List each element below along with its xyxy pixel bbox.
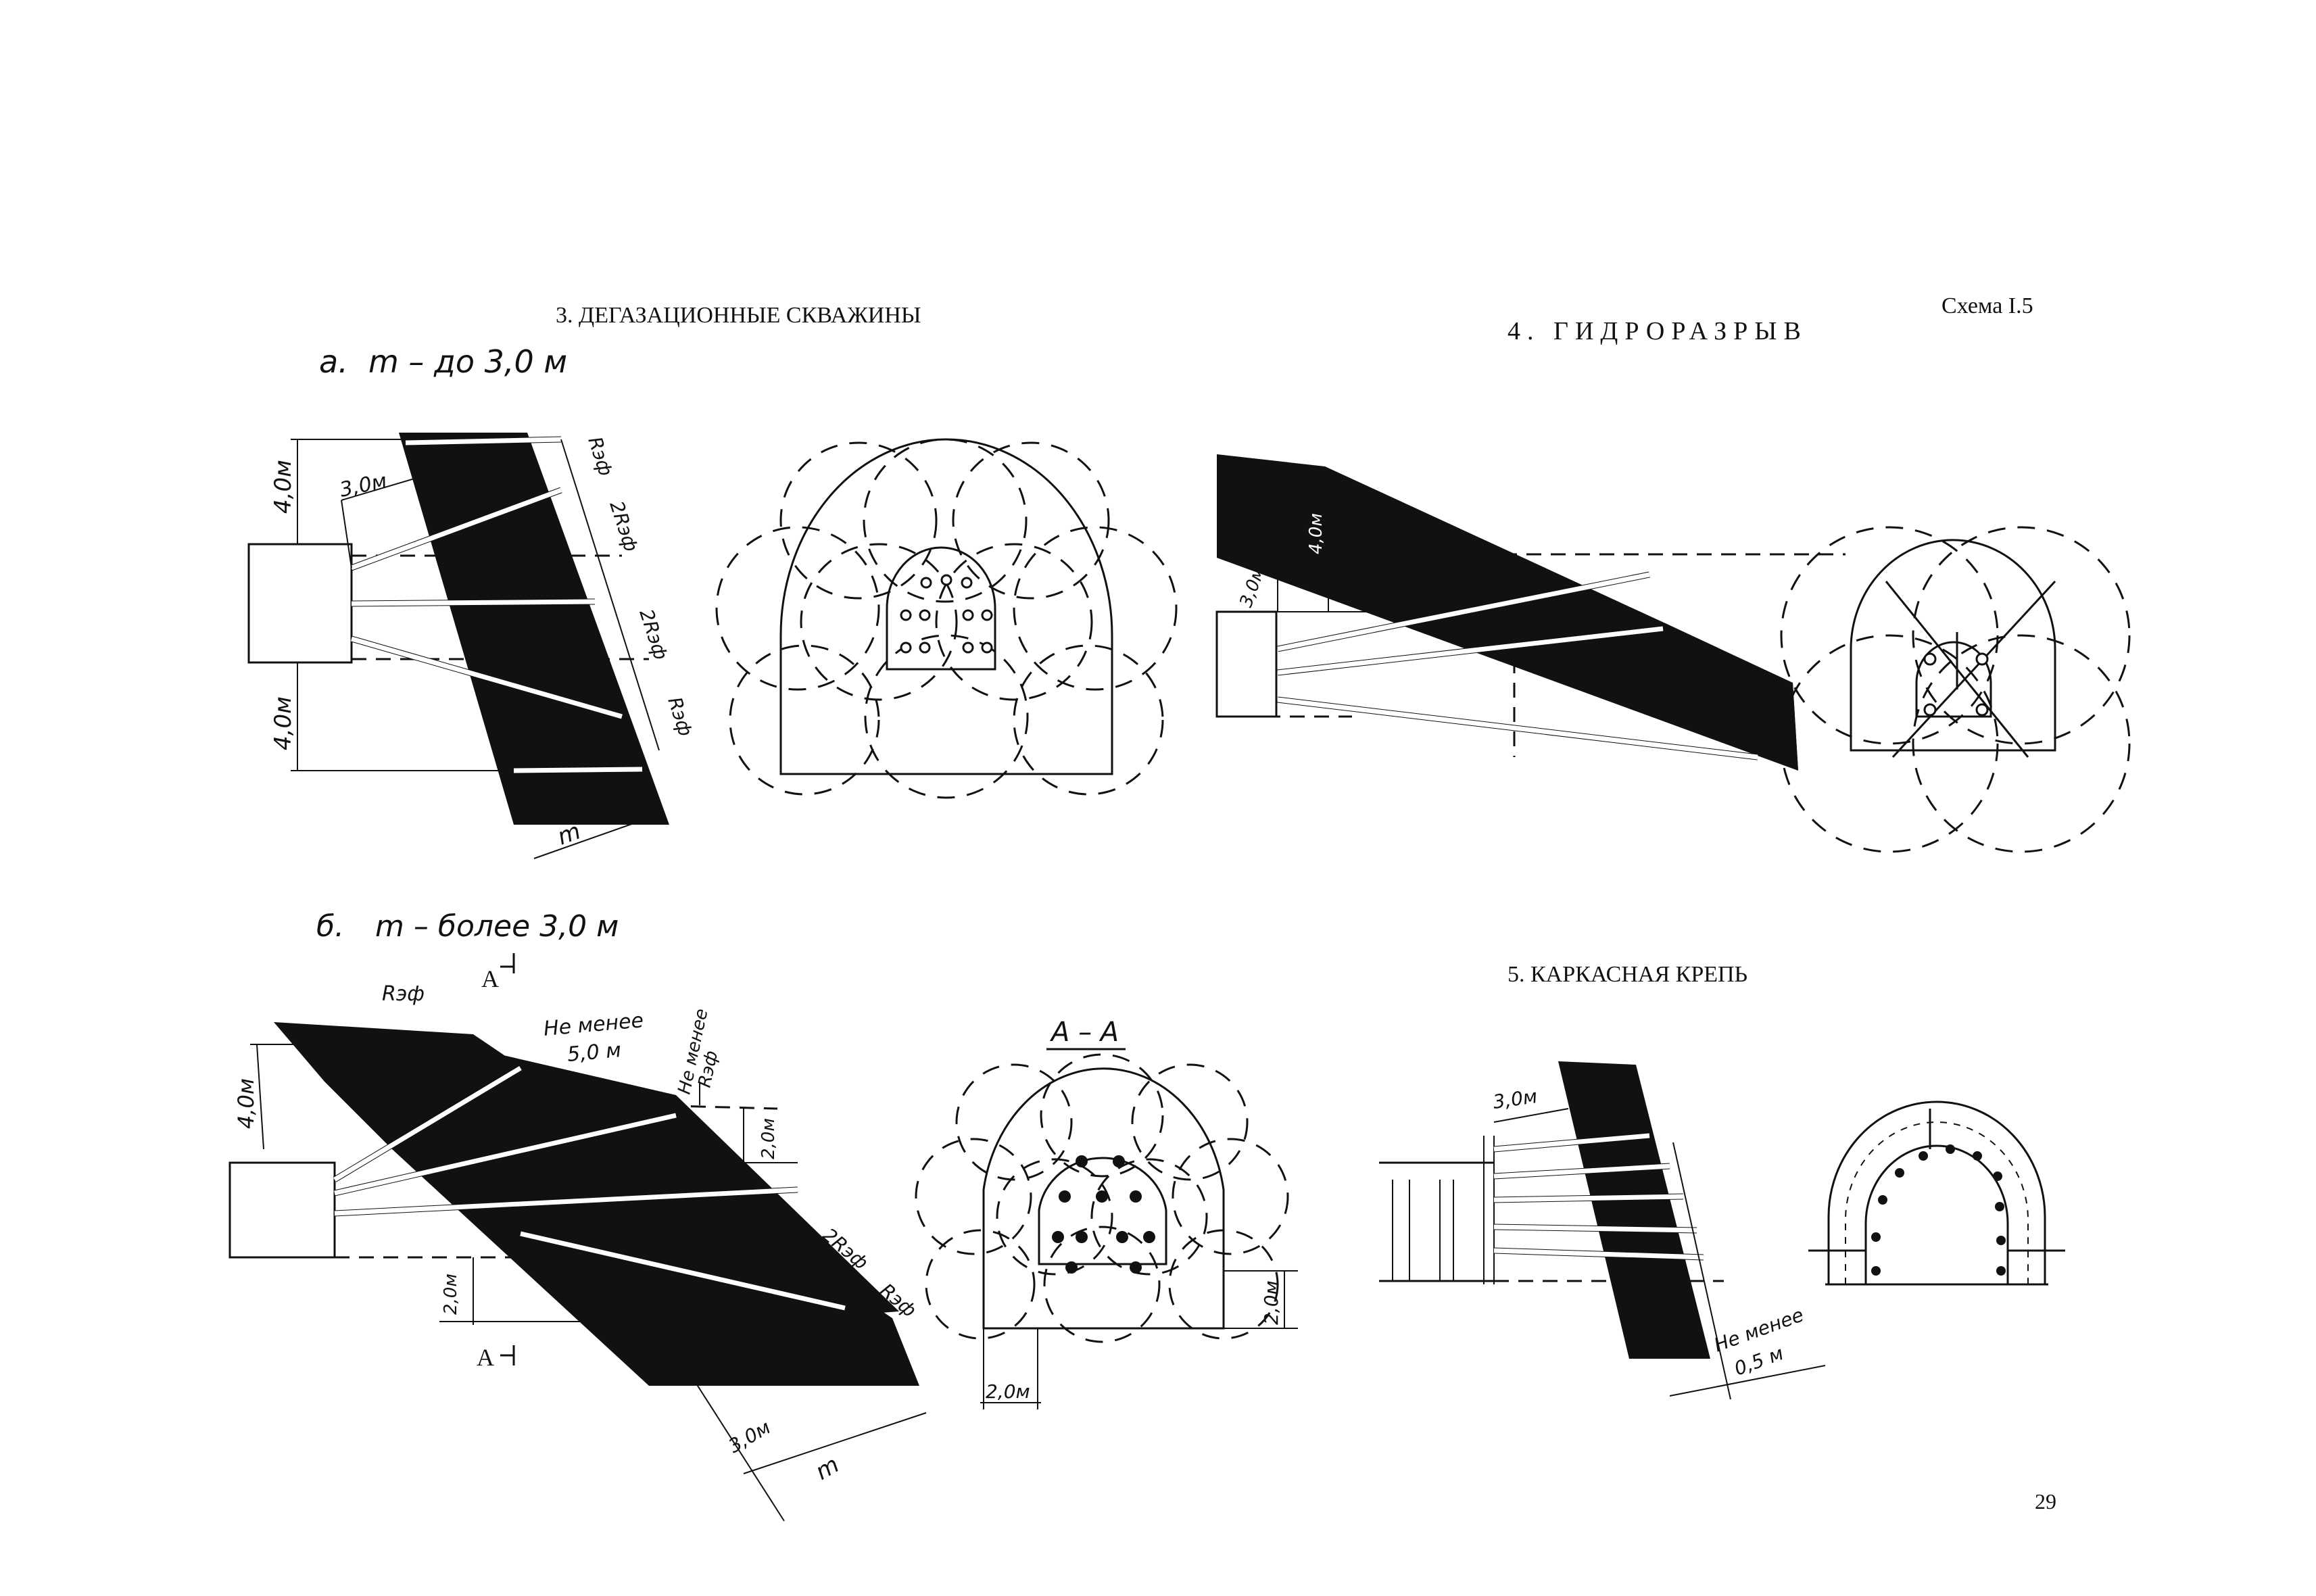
hydrofracturing: 4,0м 3,0м [1215,454,2131,853]
section-mark-bottom: А [477,1344,494,1371]
inner-drift-aa [1038,1157,1167,1265]
coal-seam-5 [1558,1061,1710,1359]
inner-drift-4 [1915,641,1992,718]
coal-seam-4b [1217,454,1798,771]
subfig-b-label: б. [316,909,344,944]
dim-b-right-height: 2,0м [758,1118,779,1159]
section-aa-title: А – А [1049,1017,1119,1048]
section5-title: 5. КАРКАСНАЯ КРЕПЬ [1507,962,1747,987]
drift-a [247,543,353,664]
dim-4-depth: 4,0м [1306,513,1326,554]
dim-b-min-dist-1: Не менее [543,1009,645,1041]
outer-arch-5 [1827,1101,2046,1284]
boreholes-b [333,1065,846,1311]
subfig-a-label: а. [319,343,348,380]
dim-a-top-height: 4,0м [270,460,297,514]
section-aa: А – А 2,0м [915,1017,1298,1409]
dim-aa-bottom: 2,0м [986,1380,1030,1403]
dim-a-r3: 2Rэф [635,606,672,662]
coal-seam-b2 [500,1055,899,1318]
dim-b-min-dist-2: 5,0 м [566,1038,623,1067]
dim-a-bottom-height: 4,0м [270,696,297,750]
boreholes-4 [1277,571,1758,760]
section4-title: 4. ГИДРОРАЗРЫВ [1507,317,1808,345]
outer-arch [779,438,1113,775]
arch-bolts [1871,1144,2006,1276]
subfig-a: а. m – до 3,0 м 4,0м [247,343,697,859]
section3-title: 3. ДЕГАЗАЦИОННЫЕ СКВАЖИНЫ [556,303,921,328]
section-mark-top: А [481,965,499,992]
outer-arch-4 [1850,539,2056,752]
dim-a-r2: 2Rэф [605,498,642,554]
dim-a-r1: Rэф [583,434,617,479]
support-bolts [1493,1132,1704,1261]
dim-4-offset: 3,0м [1236,564,1269,610]
dim-b-bottom-height: 2,0м [441,1274,461,1315]
subfig-b: б. m – более 3,0 м 4,0м [228,909,927,1522]
schema-label: Схема I.5 [1941,293,2033,318]
inner-drift-5 [1864,1144,2009,1286]
dim-5-top: 3,0м [1491,1085,1539,1113]
dim-b-along: 3,0м [725,1416,774,1457]
drift-b [228,1161,336,1259]
drift-4 [1215,610,1278,718]
subfig-a-condition: m – до 3,0 м [368,343,567,380]
dim-b-thickness: m [811,1451,844,1486]
dim-a-r4: Rэф [663,694,697,739]
dim-b-top-height: 4,0м [233,1078,259,1129]
holes-aa [1052,1155,1155,1274]
frame-support: 3,0м Не менее 0,5 м [1379,1061,2065,1400]
boreholes-a [350,436,643,774]
dim-a-offset: 3,0м [337,469,389,502]
holes-a [900,574,993,654]
coal-seam-a [399,433,669,825]
subfig-b-condition: m – более 3,0 м [375,909,619,944]
page-number: 29 [2035,1489,2056,1514]
dim-aa-right: 2,0м [1260,1280,1282,1325]
cross-section-a [715,438,1178,799]
dim-b-r-top: Rэф [382,982,425,1006]
